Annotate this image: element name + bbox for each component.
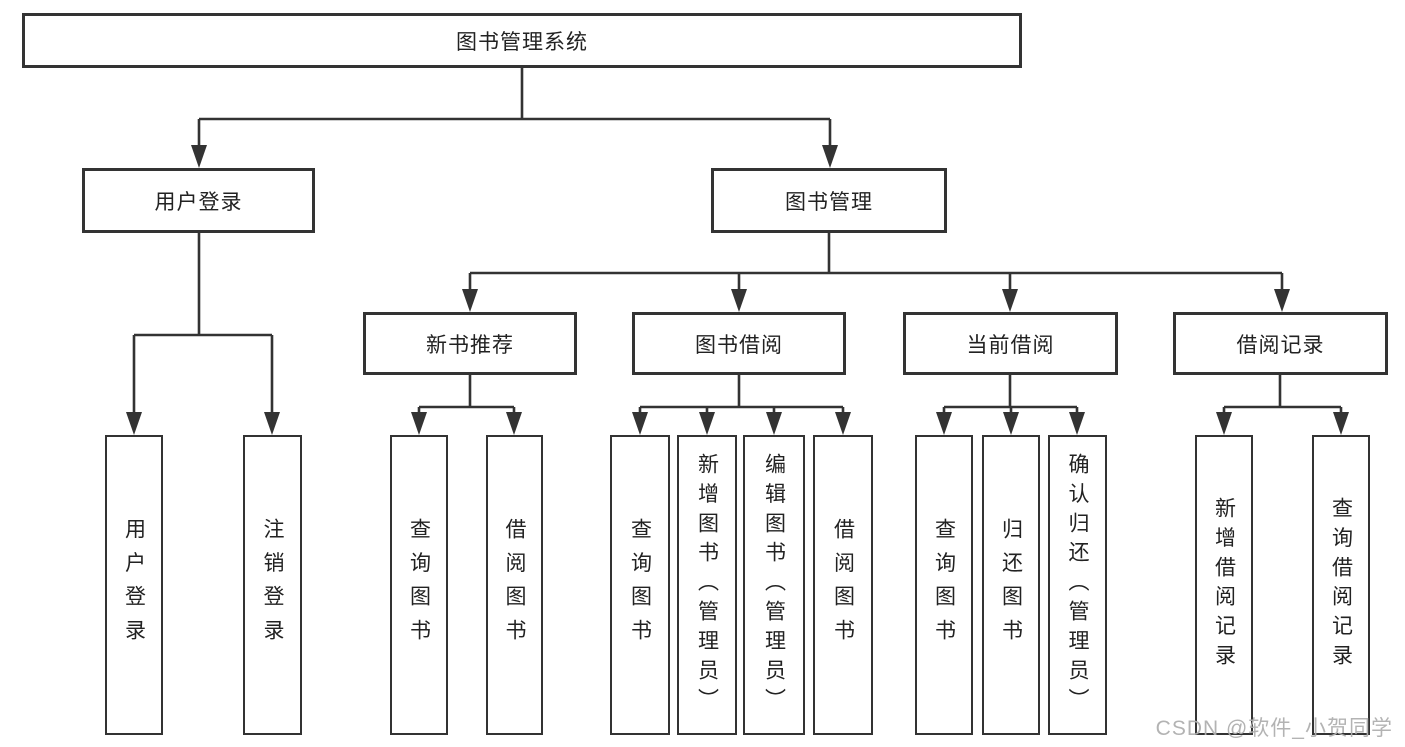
node-label: 图书管理 [785, 190, 873, 214]
node-current-borrowing: 当前借阅 [903, 312, 1118, 375]
node-book-management: 图书管理 [711, 168, 947, 233]
arrowhead [1274, 289, 1290, 312]
node-label: 用户登录 [154, 190, 243, 214]
arrowhead [822, 145, 838, 168]
leaf-add-books-admin: 新增图书（管理员） [677, 435, 737, 735]
leaf-label: 查询图书 [628, 517, 652, 653]
leaf-return-books: 归还图书 [982, 435, 1040, 735]
leaf-label: 注销登录 [261, 517, 284, 653]
node-borrowing-records: 借阅记录 [1173, 312, 1388, 375]
leaf-query-books-recommend: 查询图书 [390, 435, 448, 735]
node-label: 图书借阅 [695, 333, 783, 357]
node-label: 借阅记录 [1236, 333, 1325, 357]
leaf-query-books-current: 查询图书 [915, 435, 973, 735]
leaf-add-borrow-record: 新增借阅记录 [1195, 435, 1253, 735]
leaf-confirm-return-admin: 确认归还（管理员） [1048, 435, 1107, 735]
node-user-login: 用户登录 [82, 168, 315, 233]
node-library-management-system: 图书管理系统 [22, 13, 1022, 68]
leaf-query-borrow-record: 查询借阅记录 [1312, 435, 1370, 735]
arrowhead [766, 412, 782, 435]
arrowhead [191, 145, 207, 168]
leaf-edit-books-admin: 编辑图书（管理员） [743, 435, 805, 735]
leaf-label: 确认归还（管理员） [1066, 452, 1089, 718]
leaf-logout: 注销登录 [243, 435, 302, 735]
arrowhead [1333, 412, 1349, 435]
arrowhead [731, 289, 747, 312]
node-book-borrowing: 图书借阅 [632, 312, 846, 375]
leaf-label: 新增借阅记录 [1212, 496, 1236, 674]
arrowhead [936, 412, 952, 435]
arrowhead [699, 412, 715, 435]
arrowhead [506, 412, 522, 435]
arrowhead [462, 289, 478, 312]
leaf-borrow-books-recommend: 借阅图书 [486, 435, 543, 735]
arrowheads [126, 145, 1349, 435]
node-label: 图书管理系统 [456, 30, 588, 54]
node-new-book-recommendation: 新书推荐 [363, 312, 577, 375]
leaf-label: 新增图书（管理员） [695, 452, 719, 718]
arrowhead [126, 412, 142, 435]
arrowhead [632, 412, 648, 435]
arrowhead [1003, 412, 1019, 435]
leaf-user-login: 用户登录 [105, 435, 163, 735]
leaf-label: 查询图书 [407, 517, 431, 653]
leaf-label: 归还图书 [999, 517, 1023, 653]
leaf-label: 借阅图书 [831, 517, 855, 653]
arrowhead [1069, 412, 1085, 435]
leaf-label: 查询借阅记录 [1329, 496, 1353, 674]
leaf-query-books-borrowing: 查询图书 [610, 435, 670, 735]
leaf-label: 用户登录 [122, 517, 146, 653]
leaf-label: 借阅图书 [503, 517, 526, 653]
tree-edges [132, 68, 1343, 416]
arrowhead [835, 412, 851, 435]
node-label: 当前借阅 [966, 333, 1055, 357]
arrowhead [411, 412, 427, 435]
csdn-watermark: CSDN @软件_小贺同学 [1155, 717, 1393, 740]
leaf-borrow-books: 借阅图书 [813, 435, 873, 735]
arrowhead [264, 412, 280, 435]
node-label: 新书推荐 [426, 333, 514, 357]
leaf-label: 查询图书 [932, 517, 956, 653]
arrowhead [1216, 412, 1232, 435]
leaf-label: 编辑图书（管理员） [762, 452, 786, 718]
arrowhead [1002, 289, 1018, 312]
